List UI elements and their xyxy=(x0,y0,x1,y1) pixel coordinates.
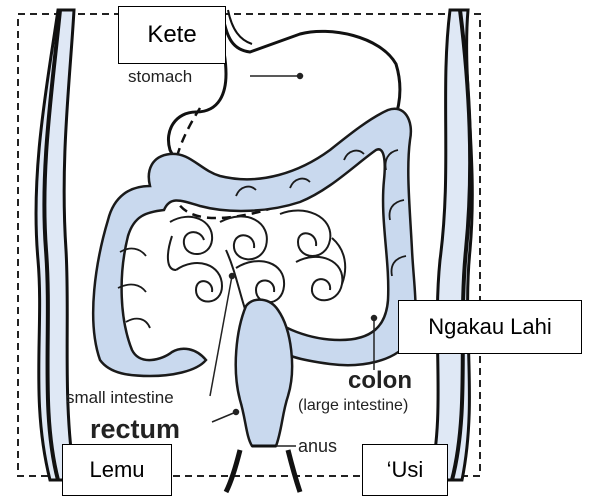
kete-label: Kete xyxy=(118,6,226,64)
colon-label: colon xyxy=(348,367,412,394)
stomach-label: stomach xyxy=(128,67,192,86)
lemu-label: Lemu xyxy=(62,444,172,496)
ngakau-lahi-label: Ngakau Lahi xyxy=(398,300,582,354)
small-intestine-label: small intestine xyxy=(66,388,174,407)
large-intestine-label: (large intestine) xyxy=(298,397,408,414)
usi-label: ‘Usi xyxy=(362,444,448,496)
anus-label: anus xyxy=(298,436,337,456)
right-body-outline xyxy=(430,10,472,480)
left-body-outline xyxy=(36,10,75,480)
rectum-label: rectum xyxy=(90,414,180,444)
